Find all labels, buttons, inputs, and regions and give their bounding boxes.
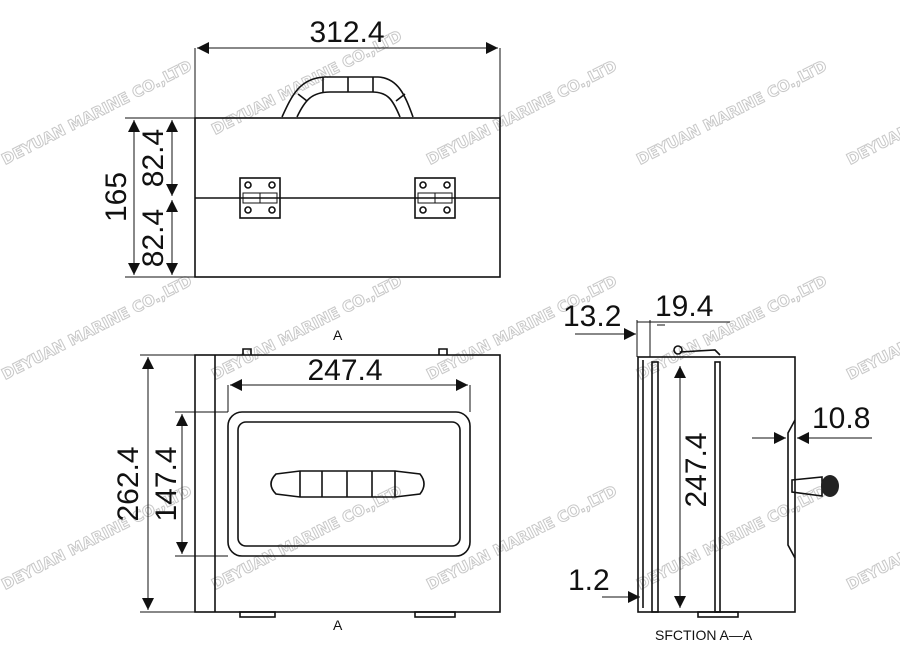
carry-handle <box>281 76 414 118</box>
watermark-text: DEYUAN MARINE CO.,LTD <box>424 57 620 169</box>
top-hinge-knobs <box>242 348 448 355</box>
dim-lower-half-label: 82.4 <box>137 209 170 267</box>
door-handle <box>270 470 425 498</box>
watermark-text: DEYUAN MARINE CO.,LTD <box>844 272 900 384</box>
dim-height-label: 165 <box>100 172 133 222</box>
watermark-text: DEYUAN MARINE CO.,LTD <box>634 57 830 169</box>
watermark-text: DEYUAN MARINE CO.,LTD <box>634 482 830 594</box>
box-outline <box>194 354 501 613</box>
hinge-left <box>239 177 281 219</box>
dim-wall-label: 1.2 <box>568 564 610 597</box>
dim-section-height-label: 247.4 <box>680 432 713 507</box>
top-view: 312.4 165 82.4 82.4 <box>100 16 501 278</box>
door-panel <box>227 411 471 557</box>
dim-total-height-label: 262.4 <box>112 446 145 521</box>
door-knob <box>791 475 839 497</box>
dim-inner-width-label: 247.4 <box>307 354 382 387</box>
dim-19-4-label: 19.4 <box>655 290 713 323</box>
section-mark-top: A <box>333 327 343 343</box>
section-view: 13.2 19.4 247.4 10.8 1.2 SFCTION A—A <box>563 290 872 643</box>
front-view: 247.4 262.4 147.4 A A <box>112 327 501 633</box>
watermark-text: DEYUAN MARINE CO.,LTD <box>634 272 830 384</box>
dim-width-label: 312.4 <box>309 16 384 49</box>
section-mark-bottom: A <box>333 617 343 633</box>
watermark-text: DEYUAN MARINE CO.,LTD <box>844 482 900 594</box>
dim-inner-height-label: 147.4 <box>150 446 183 521</box>
dim-door-depth-label: 10.8 <box>812 402 870 435</box>
dim-upper-half-label: 82.4 <box>137 129 170 187</box>
watermark-text: DEYUAN MARINE CO.,LTD <box>0 272 195 384</box>
watermark-text: DEYUAN MARINE CO.,LTD <box>844 57 900 169</box>
hinge-right <box>414 177 456 219</box>
section-caption: SFCTION A—A <box>655 627 753 643</box>
dim-13-2-label: 13.2 <box>563 300 621 333</box>
